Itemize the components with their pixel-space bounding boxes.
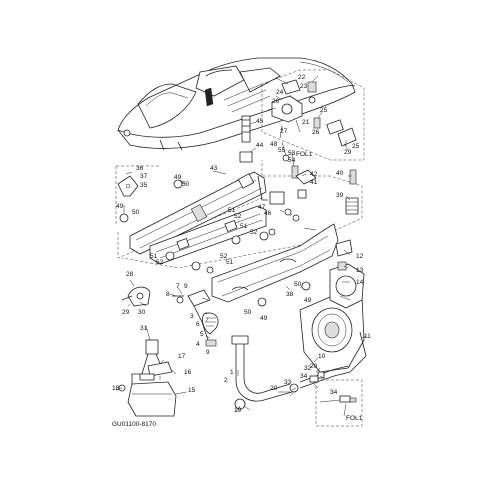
right-column-parts xyxy=(345,169,359,215)
callout-43: 43 xyxy=(210,165,218,172)
dashed-outline-left xyxy=(115,165,160,224)
water-box-15-18 xyxy=(118,339,177,417)
callout-49a: 49 xyxy=(174,174,182,181)
callout-53: 53 xyxy=(288,150,296,157)
callout-4: 4 xyxy=(196,341,200,348)
callout-40: 40 xyxy=(336,170,344,177)
callout-50d: 50 xyxy=(244,309,252,316)
callout-44: 44 xyxy=(256,142,264,149)
hose-assembly-left xyxy=(172,289,219,347)
callout-51d: 51 xyxy=(226,259,234,266)
callout-12: 12 xyxy=(356,253,364,260)
callout-52d: 52 xyxy=(220,253,228,260)
callout-3: 3 xyxy=(190,313,194,320)
callout-21: 21 xyxy=(302,119,310,126)
callout-34b: 34 xyxy=(330,389,338,396)
callout-28: 28 xyxy=(126,271,134,278)
dashed-outline-top-right xyxy=(261,69,365,161)
callout-fol1-bottom: FOL1 xyxy=(346,415,363,422)
callout-51a: 51 xyxy=(228,207,236,214)
callout-9b: 9 xyxy=(206,349,210,356)
callout-6: 6 xyxy=(196,321,200,328)
callout-42: 42 xyxy=(310,171,318,178)
callout-49d: 49 xyxy=(260,315,268,322)
callout-55: 55 xyxy=(278,147,286,154)
callout-7: 7 xyxy=(176,283,180,290)
callout-16: 16 xyxy=(184,369,192,376)
callout-50b: 50 xyxy=(132,209,140,216)
callout-52c: 52 xyxy=(156,259,164,266)
callout-15: 15 xyxy=(188,387,196,394)
lower-duct-shell xyxy=(211,223,339,303)
callout-labels: 43 45 44 36 37 35 49 50 49 50 22 23 24 2… xyxy=(112,74,371,422)
callout-19: 19 xyxy=(234,407,242,414)
side-cover-long xyxy=(129,171,268,255)
callout-41: 41 xyxy=(310,179,318,186)
callout-36: 36 xyxy=(136,165,144,172)
callout-49c: 49 xyxy=(304,297,312,304)
stud-45 xyxy=(239,115,253,163)
callout-25b: 25 xyxy=(352,143,360,150)
callout-2: 2 xyxy=(224,377,228,384)
callout-30: 30 xyxy=(138,309,146,316)
diagram-caption: GU01100-8170 xyxy=(112,421,156,428)
callout-48: 48 xyxy=(270,141,278,148)
callout-5: 5 xyxy=(200,331,204,338)
callout-26b: 26 xyxy=(312,129,320,136)
callout-23: 23 xyxy=(300,83,308,90)
callout-20a: 20 xyxy=(310,363,318,370)
callout-49b: 49 xyxy=(116,203,124,210)
callout-39: 39 xyxy=(336,192,344,199)
bracket-35 xyxy=(117,175,139,197)
callout-9a: 9 xyxy=(184,283,188,290)
callout-52a: 52 xyxy=(234,213,242,220)
callout-10: 10 xyxy=(318,353,326,360)
callout-29b: 29 xyxy=(122,309,130,316)
callout-51c: 51 xyxy=(150,253,158,260)
callout-31: 31 xyxy=(140,325,148,332)
callout-50a: 50 xyxy=(182,181,190,188)
callout-50c: 50 xyxy=(294,281,302,288)
callout-1: 1 xyxy=(230,369,234,376)
callout-11: 11 xyxy=(364,333,371,340)
callout-fol1-top: FOL1 xyxy=(296,151,313,158)
callout-8: 8 xyxy=(166,291,170,298)
callout-18: 18 xyxy=(112,385,120,392)
callout-33: 33 xyxy=(284,379,292,386)
callout-54: 54 xyxy=(288,157,296,164)
callout-22: 22 xyxy=(298,74,306,81)
callout-52b: 52 xyxy=(250,229,258,236)
fittings-32-34 xyxy=(309,371,357,403)
side-cover-lower xyxy=(149,205,267,265)
callout-13: 13 xyxy=(356,267,364,274)
callout-38: 38 xyxy=(286,291,294,298)
callout-14: 14 xyxy=(356,279,364,286)
callout-35: 35 xyxy=(140,182,148,189)
callout-46: 46 xyxy=(264,210,272,217)
callout-24: 24 xyxy=(276,89,284,96)
callout-29a: 29 xyxy=(344,149,352,156)
dashed-outline-main xyxy=(117,160,363,269)
clamp-bracket-28-30 xyxy=(121,286,151,307)
callout-34a: 34 xyxy=(300,373,308,380)
leader-lines xyxy=(115,75,367,417)
bracket-cluster-center xyxy=(269,154,317,222)
callout-20b: 20 xyxy=(270,385,278,392)
callout-32: 32 xyxy=(304,365,312,372)
callout-17: 17 xyxy=(178,353,186,360)
callout-51b: 51 xyxy=(240,223,248,230)
callout-26a: 26 xyxy=(272,98,280,105)
dashed-outline-bottom-right xyxy=(315,379,363,427)
jet-pump-housing xyxy=(299,239,365,373)
callout-25a: 25 xyxy=(320,107,328,114)
callout-45: 45 xyxy=(256,118,264,125)
callout-37: 37 xyxy=(140,173,148,180)
callout-47: 47 xyxy=(258,204,266,211)
callout-27: 27 xyxy=(280,128,288,135)
watercraft-hull xyxy=(117,57,356,151)
fasteners-row xyxy=(119,179,311,307)
